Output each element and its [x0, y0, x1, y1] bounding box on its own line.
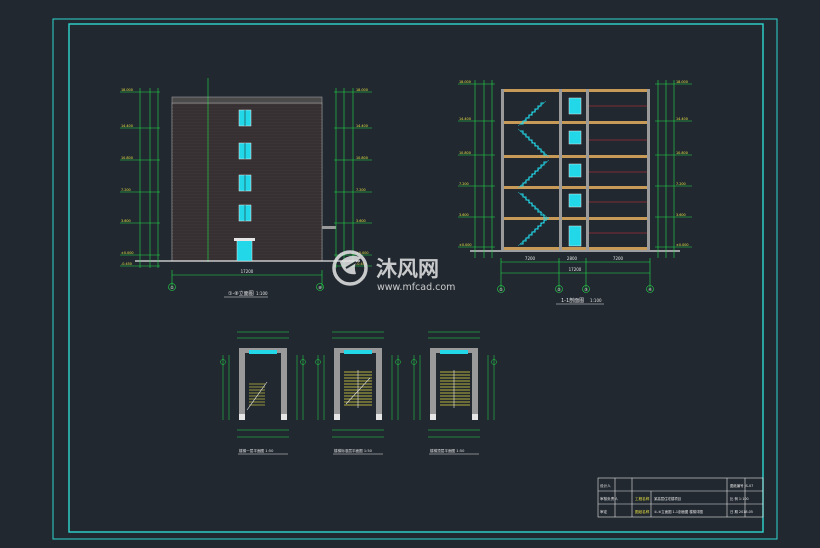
section-level-right: 10.800: [676, 151, 688, 155]
svg-text:③: ③: [584, 287, 588, 292]
elevation-level-right: 3.600: [356, 219, 366, 223]
elevation-width-dim: 17200: [241, 269, 254, 274]
svg-text:图纸编号 JS-07: 图纸编号 JS-07: [730, 483, 753, 488]
section-axis-bubbles: ① ② ③ ④: [497, 285, 654, 293]
elevation-level-left: 7.200: [121, 188, 131, 192]
elevation-level-right: ±0.000: [356, 251, 369, 255]
section-walls: [501, 89, 650, 250]
elevation-title: ①-⑧立面图: [228, 290, 254, 297]
section-level-right: ±0.000: [676, 243, 689, 247]
elevation-drawing: 18.000 18.000 14.400 14.400 10.800 10.800 7.20…: [120, 78, 372, 298]
section-floor-slabs: [501, 89, 650, 250]
elevation-left-dimensions: [139, 88, 159, 268]
elevation-parapet: [171, 96, 323, 104]
watermark-logo-icon: [332, 250, 368, 286]
elevation-entrance-door: [236, 239, 253, 262]
svg-text:日 期 2018.05: 日 期 2018.05: [730, 509, 753, 514]
elevation-level-right: 10.800: [356, 156, 368, 160]
section-level-right: 18.000: [676, 80, 688, 84]
drawing-frame: [52, 18, 778, 540]
watermark-url: www.mfcad.com: [377, 282, 455, 293]
section-level-right: 14.400: [676, 117, 688, 121]
stair-plan-title: 楼梯顶层平面图 1:50: [430, 448, 465, 453]
section-level-left: 18.000: [459, 80, 471, 84]
section-bay-dim-2: 2800: [567, 256, 578, 261]
elevation-level-left: ±0.000: [121, 251, 134, 255]
elevation-right-dimensions: [335, 88, 354, 268]
svg-text:②: ②: [557, 287, 561, 292]
elevation-axis-left: ①: [170, 285, 174, 290]
elevation-level-left: 10.800: [121, 156, 133, 160]
section-level-left: 3.600: [459, 213, 469, 217]
stair-plan: 楼梯顶层平面图 1:50: [411, 331, 497, 455]
elevation-axis-right: ⑧: [318, 285, 322, 290]
stair-plan: 楼梯一层平面图 1:50: [220, 331, 306, 455]
section-scale: 1:100: [590, 298, 602, 303]
project-name: 某高层住宅楼项目: [654, 496, 681, 501]
title-block-text: 设计人 审核负责人 审定 工程名称 某高层住宅楼项目 图纸名称 ①-⑧立面图 1…: [600, 483, 753, 514]
section-level-right: 7.200: [676, 182, 686, 186]
section-windows: [568, 97, 582, 247]
svg-text:④: ④: [648, 287, 652, 292]
section-level-left: 14.400: [459, 117, 471, 121]
section-total-dim: 17200: [569, 267, 582, 272]
section-right-dimensions: [657, 80, 675, 258]
section-door: [568, 225, 582, 247]
elevation-level-right: 14.400: [356, 124, 368, 128]
watermark: 沐风网 www.mfcad.com: [332, 250, 455, 293]
elevation-scale: 1:100: [256, 291, 268, 296]
elevation-level-right: 7.200: [356, 188, 366, 192]
section-level-right: 3.600: [676, 213, 686, 217]
watermark-brand: 沐风网: [376, 257, 439, 281]
elevation-level-left: 3.600: [121, 219, 131, 223]
stair-plan-title: 楼梯一层平面图 1:50: [239, 448, 274, 453]
section-level-left: 10.800: [459, 151, 471, 155]
stair-plan: 楼梯标准层平面图 1:50: [315, 331, 401, 455]
svg-text:审定: 审定: [600, 509, 608, 514]
section-title: 1-1剖面图: [561, 297, 584, 304]
title-block: [597, 477, 764, 518]
section-stairs: [517, 100, 550, 247]
elevation-level-left: 14.400: [121, 124, 133, 128]
elevation-level-left: -0.450: [121, 262, 132, 266]
drawing-name: ①-⑧立面图 1-1剖面图 楼梯详图: [654, 509, 704, 514]
project-label: 工程名称: [635, 496, 650, 501]
section-level-left: ±0.000: [459, 243, 472, 247]
section-drawing: 18.000 18.000 14.400 14.400 10.800 10.800 7.20…: [458, 80, 692, 305]
svg-text:审核负责人: 审核负责人: [600, 496, 618, 501]
elevation-level-right: 18.000: [356, 88, 368, 92]
svg-text:设计人: 设计人: [600, 483, 611, 488]
section-bay-dim-3: 7200: [613, 256, 624, 261]
elevation-level-right: -0.450: [356, 262, 367, 266]
elevation-level-left: 18.000: [121, 88, 133, 92]
drawing-label: 图纸名称: [635, 509, 650, 514]
elevation-level-marks: 18.000 18.000 14.400 14.400 10.800 10.800 7.20…: [120, 88, 372, 267]
svg-text:比 例 1:100: 比 例 1:100: [730, 496, 749, 501]
stair-plan-title: 楼梯标准层平面图 1:50: [334, 448, 373, 453]
section-level-marks: 18.000 18.000 14.400 14.400 10.800 10.800 7.20…: [458, 80, 692, 248]
elevation-windows: [234, 109, 255, 262]
svg-text:①: ①: [499, 287, 503, 292]
section-bay-dim-1: 7200: [525, 256, 536, 261]
section-level-left: 7.200: [459, 182, 469, 186]
stair-plans: 楼梯一层平面图 1:50 楼梯标准层平面图 1:50 楼梯顶层平面图 1:50: [220, 331, 497, 455]
section-left-dimensions: [474, 80, 493, 258]
